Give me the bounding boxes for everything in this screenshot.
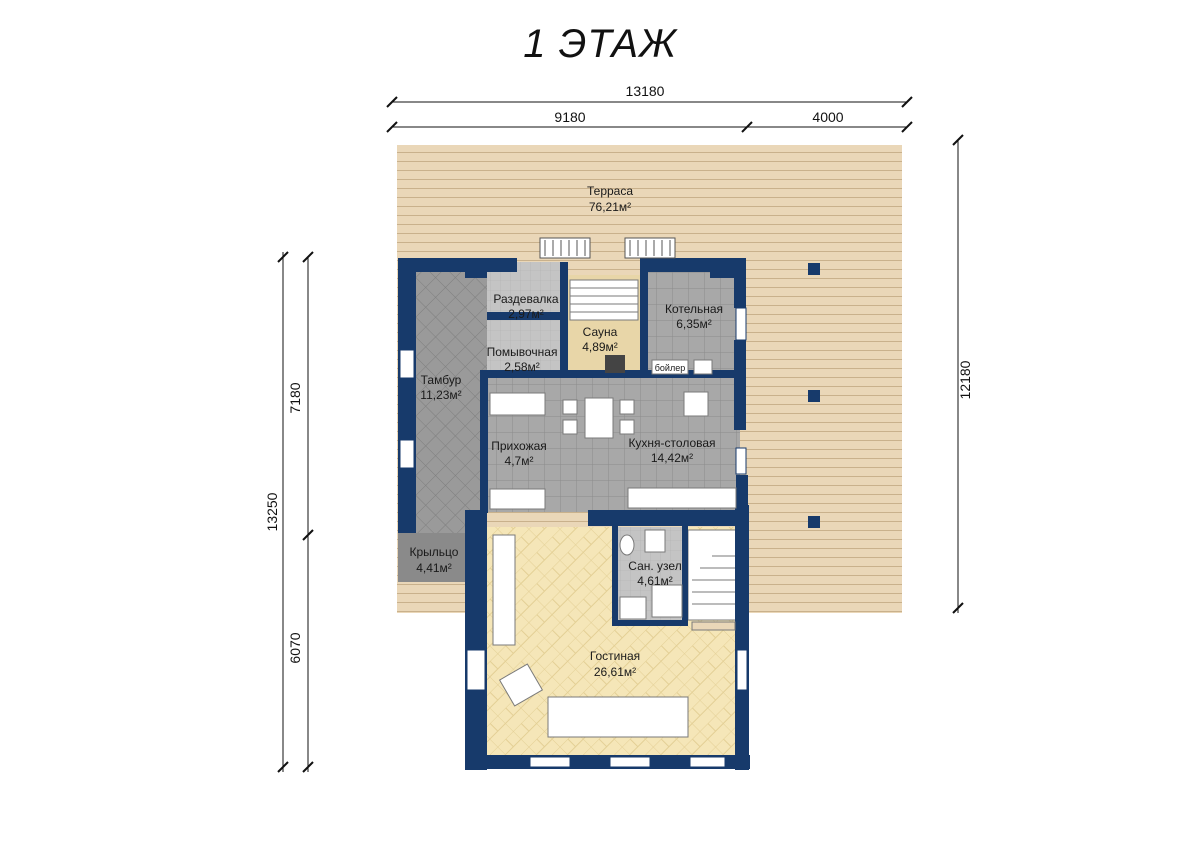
- terrace-post: [808, 263, 820, 275]
- kitchen-stove: [683, 391, 709, 417]
- dim-terrace-width: 4000: [812, 109, 843, 125]
- dim-house-depth-upper: 7180: [287, 382, 303, 413]
- porch-floor: [398, 532, 466, 582]
- room-kitchen-name: Кухня-столовая: [628, 436, 715, 450]
- boiler-floor: [645, 262, 740, 377]
- room-vestibule-name: Тамбур: [421, 373, 462, 387]
- armchair: [498, 663, 544, 707]
- stairs: [691, 555, 736, 631]
- terrace-post: [808, 390, 820, 402]
- dim-terrace-depth: 12180: [957, 360, 973, 399]
- room-bathroom-name: Сан. узел: [628, 559, 681, 573]
- kitchen-table: [562, 397, 635, 439]
- room-vestibule-area: 11,23м²: [420, 388, 461, 402]
- room-hall-area: 4,7м²: [505, 454, 534, 468]
- washbasin: [619, 596, 647, 620]
- room-boiler-name: Котельная: [665, 302, 723, 316]
- room-porch-area: 4,41м²: [416, 561, 452, 575]
- room-living-name: Гостиная: [590, 649, 640, 663]
- sauna-stove: [605, 355, 625, 373]
- dim-total-depth: 13250: [264, 492, 280, 531]
- boiler-sink: [693, 359, 713, 375]
- room-changing-name: Раздевалка: [493, 292, 558, 306]
- room-terrace-area: 76,21м²: [589, 200, 631, 214]
- dim-house-width: 9180: [554, 109, 585, 125]
- room-washroom-name: Помывочная: [487, 345, 558, 359]
- room-terrace-name: Терраса: [587, 184, 633, 198]
- room-hall-name: Прихожая: [491, 439, 547, 453]
- boiler-unit: [651, 359, 689, 375]
- walls: [398, 258, 750, 770]
- room-bathroom-area: 4,61м²: [637, 574, 673, 588]
- room-sauna-area: 4,89м²: [582, 340, 618, 354]
- toilet: [619, 534, 635, 556]
- room-boiler-area: 6,35м²: [676, 317, 712, 331]
- tv-cabinet: [492, 534, 516, 646]
- dimension-lines: [277, 96, 964, 773]
- vestibule-floor: [415, 258, 487, 533]
- terrace-steps: [539, 237, 676, 259]
- sofa: [547, 696, 689, 738]
- room-porch-name: Крыльцо: [410, 545, 459, 559]
- dim-total-width: 13180: [626, 83, 665, 99]
- dim-house-depth-lower: 6070: [287, 632, 303, 663]
- sauna-bench: [569, 279, 639, 321]
- stair-area: [687, 529, 739, 621]
- terrace-post: [808, 516, 820, 528]
- windows: [399, 307, 748, 768]
- wardrobe: [489, 392, 546, 416]
- room-kitchen-area: 14,42м²: [651, 451, 693, 465]
- boiler-unit-label: бойлер: [655, 363, 685, 373]
- room-washroom-area: 2,58м²: [504, 360, 540, 374]
- plan-title: 1 ЭТАЖ: [523, 22, 677, 66]
- room-sauna-name: Сауна: [583, 325, 618, 339]
- room-changing-area: 2,97м²: [508, 307, 544, 321]
- shower: [651, 584, 683, 618]
- washer: [644, 529, 666, 553]
- kitchen-counter: [627, 487, 737, 509]
- shoe-rack: [489, 488, 546, 510]
- room-living-area: 26,61м²: [594, 665, 636, 679]
